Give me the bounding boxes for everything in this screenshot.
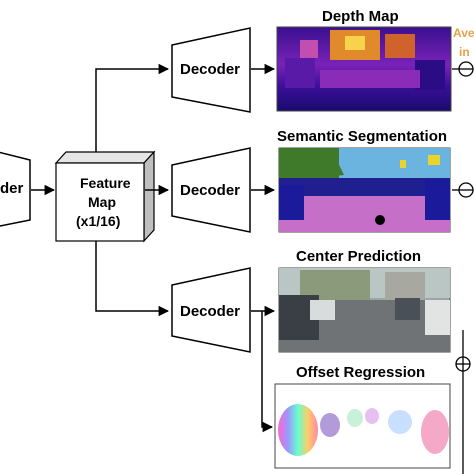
sum-circles bbox=[455, 61, 474, 372]
connector-lines bbox=[95, 63, 170, 317]
encoder-block bbox=[0, 151, 31, 227]
decoder-shape-3 bbox=[171, 267, 251, 353]
center-prediction-image bbox=[278, 267, 451, 353]
side-note-line1: Ave bbox=[453, 26, 474, 40]
offset-regression-image bbox=[274, 383, 451, 469]
feature-map-label-line2: Map bbox=[88, 194, 116, 210]
offset-regression-title: Offset Regression bbox=[296, 364, 426, 381]
feature-map-label-line1: Feature bbox=[80, 175, 131, 191]
decoder-label-2: Decoder bbox=[180, 182, 241, 199]
depth-map-title: Depth Map bbox=[322, 8, 399, 25]
encoder-label: der bbox=[0, 180, 24, 197]
decoder-label-3: Decoder bbox=[180, 303, 241, 320]
feature-map-cube bbox=[54, 150, 156, 243]
decoder-shape-2 bbox=[171, 147, 251, 233]
decoder-output-arrows bbox=[251, 63, 276, 433]
decoder-shape-1 bbox=[171, 27, 251, 113]
semantic-segmentation-image bbox=[278, 147, 451, 233]
side-note-line2: in bbox=[459, 45, 470, 59]
decoder-label-1: Decoder bbox=[180, 61, 241, 78]
semantic-segmentation-title: Semantic Segmentation bbox=[277, 128, 448, 145]
depth-map-image bbox=[276, 26, 452, 112]
sum-connector-lines bbox=[452, 68, 464, 474]
feature-map-label-line3: (x1/16) bbox=[76, 213, 121, 229]
center-prediction-title: Center Prediction bbox=[296, 248, 422, 265]
